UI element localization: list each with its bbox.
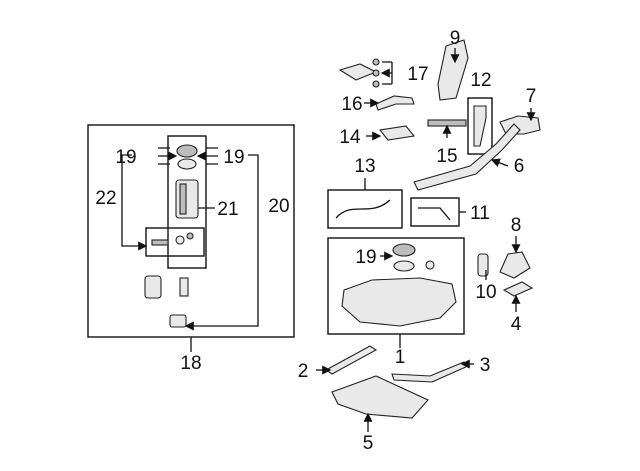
pump-inner-frame [167,135,207,269]
bolt-part-a[interactable] [372,58,380,66]
strap-part[interactable] [375,95,415,111]
callout-15: 15 [436,146,457,167]
sender-unit-part[interactable] [169,314,187,328]
callout-4: 4 [511,314,522,335]
callout-20: 20 [268,196,289,217]
gasket-part[interactable] [177,158,197,170]
filler-neck-part[interactable] [413,123,521,191]
tank-frame [327,237,465,335]
bracket-plate-part[interactable] [338,63,378,81]
fuel-pump-part[interactable] [175,179,199,219]
tank-valve-part[interactable] [425,260,435,270]
wire-harness-part[interactable] [335,199,391,219]
tank-protector-part[interactable] [331,375,429,419]
callout-16: 16 [341,94,362,115]
callout-5: 5 [363,433,374,454]
filler-pipe-frame [467,97,493,155]
tank-strap-left-part[interactable] [324,345,378,375]
door-hinge-part[interactable] [502,281,534,297]
fuel-pump-body [179,183,187,215]
callout-7: 7 [526,86,537,107]
tank-lock-ring-part[interactable] [392,243,416,257]
filler-cap-part[interactable] [499,115,541,135]
callout-8: 8 [511,215,522,236]
lower-parts-group: 2 3 5 10 8 4 [298,215,534,454]
small-part-b[interactable] [175,235,185,245]
hose-frame [410,197,460,227]
callout-22: 22 [95,188,116,209]
filler-pipe-part[interactable] [473,105,487,147]
heat-shield-part[interactable] [437,39,469,101]
fuel-tank-part[interactable] [341,277,457,327]
callout-11: 11 [470,203,490,224]
callout-2: 2 [298,361,309,382]
callout-9: 9 [450,28,461,49]
cushion-part[interactable] [378,125,416,141]
filler-parts-group: 17 9 16 12 7 15 14 6 13 [327,28,541,229]
callout-19-left: 19 [115,147,136,168]
lock-ring-part[interactable] [176,144,198,158]
callout-3: 3 [480,355,491,376]
callout-19-right: 19 [223,147,244,168]
callout-12: 12 [470,70,491,91]
callout-10: 10 [475,282,496,303]
fuel-filter-part[interactable] [144,275,162,299]
callout-14: 14 [339,127,361,148]
callout-1: 1 [395,347,406,368]
callout-17: 17 [407,64,428,85]
callout-19-tank: 19 [355,247,376,268]
tank-gasket-part[interactable] [393,260,415,272]
tank-group: 19 1 [327,237,465,368]
callout-18: 18 [180,353,201,374]
pump-detail-group: 19 19 21 22 20 18 [87,124,295,374]
callout-6: 6 [514,156,525,177]
seal-strip-part[interactable] [427,119,467,127]
small-part-a[interactable] [151,239,169,246]
filler-door-part[interactable] [499,251,531,279]
bolt-part-c[interactable] [372,80,380,88]
vent-hose-part[interactable] [418,207,451,221]
small-part-c[interactable] [186,232,194,240]
callout-21: 21 [217,199,238,220]
fuel-gauge-part[interactable] [179,277,189,297]
bolt-part-b[interactable] [372,69,380,77]
callout-13: 13 [354,156,375,177]
